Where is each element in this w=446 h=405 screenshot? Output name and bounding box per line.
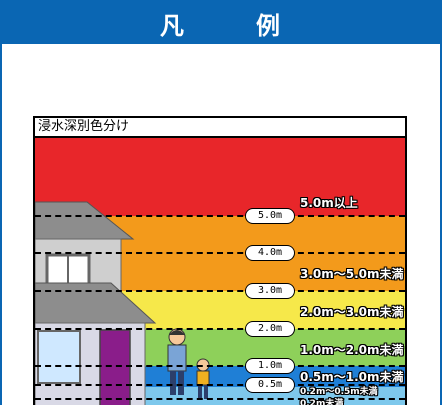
house-illustration <box>35 201 157 405</box>
level-label-02-05m: 0.2m～0.5m未満 <box>300 387 378 397</box>
legend-title: 浸水深別色分け <box>35 118 405 138</box>
level-line-05m <box>35 384 405 386</box>
level-line-2m <box>35 328 405 330</box>
level-line-3m <box>35 290 405 292</box>
header-title-char2: 例 <box>256 11 282 40</box>
level-pill-2m: 2.0m <box>245 321 295 337</box>
level-label-under-02m: 0.2m未満 <box>300 399 344 405</box>
level-label-1-2m: 1.0m～2.0m未満 <box>300 343 404 357</box>
level-label-5m-plus: 5.0m以上 <box>300 196 358 210</box>
level-pill-05m: 0.5m <box>245 377 295 393</box>
level-line-1m <box>35 365 405 367</box>
flood-depth-legend: 5.0m 4.0m 3.0m 2.0m 1.0m 0.5m 5.0m以上 3.0… <box>33 116 407 405</box>
level-line-5m <box>35 215 405 217</box>
band-5m-plus <box>35 138 405 216</box>
level-label-05-1m: 0.5m～1.0m未満 <box>300 370 404 384</box>
level-pill-3m: 3.0m <box>245 283 295 299</box>
people-illustration <box>167 328 210 399</box>
level-label-2-3m: 2.0m～3.0m未満 <box>300 305 404 319</box>
level-pill-4m: 4.0m <box>245 245 295 261</box>
header-title-char1: 凡 <box>160 11 186 40</box>
level-line-4m <box>35 252 405 254</box>
level-pill-5m: 5.0m <box>245 208 295 224</box>
legend-header: 凡 例 <box>2 2 440 44</box>
level-label-3-5m: 3.0m～5.0m未満 <box>300 267 404 281</box>
level-line-02m <box>35 398 405 400</box>
level-pill-1m: 1.0m <box>245 358 295 374</box>
